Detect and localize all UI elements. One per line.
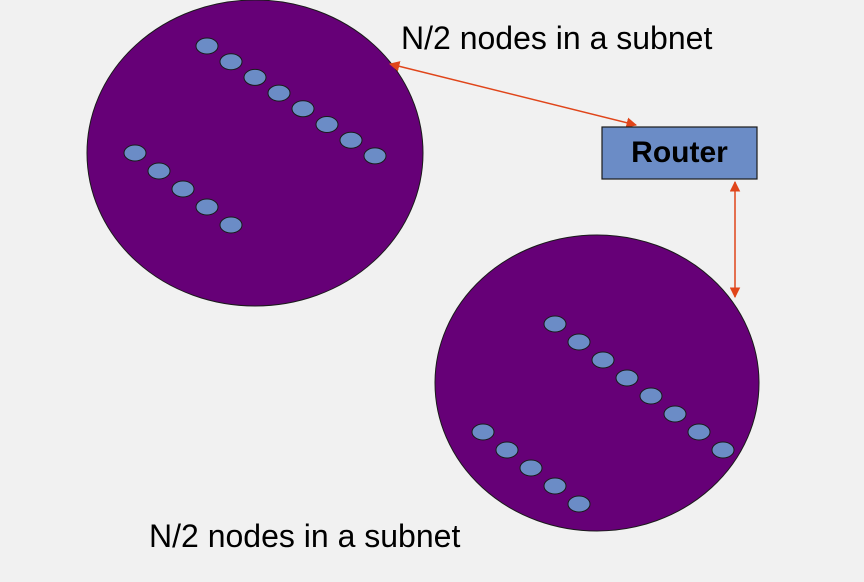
node-subnet-2	[711, 441, 735, 459]
node-subnet-2	[471, 423, 495, 441]
link-subnet-top-router	[388, 61, 638, 128]
node-subnet-1	[171, 180, 195, 198]
node-subnet-1	[339, 131, 363, 149]
node-subnet-2	[495, 441, 519, 459]
node-subnet-2	[567, 495, 591, 513]
nodes-layer	[123, 37, 735, 513]
node-subnet-1	[219, 53, 243, 71]
node-subnet-1	[195, 37, 219, 55]
node-subnet-2	[543, 477, 567, 495]
node-subnet-1	[195, 198, 219, 216]
node-subnet-2	[639, 387, 663, 405]
node-subnet-1	[123, 144, 147, 162]
router-shape	[601, 126, 758, 180]
router-label: Router	[631, 136, 728, 169]
node-subnet-1	[147, 162, 171, 180]
node-subnet-2	[615, 369, 639, 387]
node-subnet-2	[519, 459, 543, 477]
node-subnet-2	[543, 315, 567, 333]
node-subnet-1	[315, 116, 339, 133]
node-subnet-2	[687, 423, 711, 441]
subnet-label-bottom: N/2 nodes in a subnet	[149, 518, 461, 554]
node-subnet-1	[363, 147, 387, 165]
subnet-circle-bottom	[434, 234, 760, 532]
node-subnet-1	[219, 216, 243, 234]
node-subnet-1	[267, 84, 291, 102]
node-subnet-2	[663, 405, 687, 423]
node-subnet-1	[291, 100, 315, 118]
subnet-circle-top	[86, 0, 424, 307]
subnet-label-top: N/2 nodes in a subnet	[401, 20, 713, 56]
node-subnet-1	[243, 68, 267, 86]
node-subnet-2	[591, 351, 615, 369]
node-subnet-2	[567, 333, 591, 351]
